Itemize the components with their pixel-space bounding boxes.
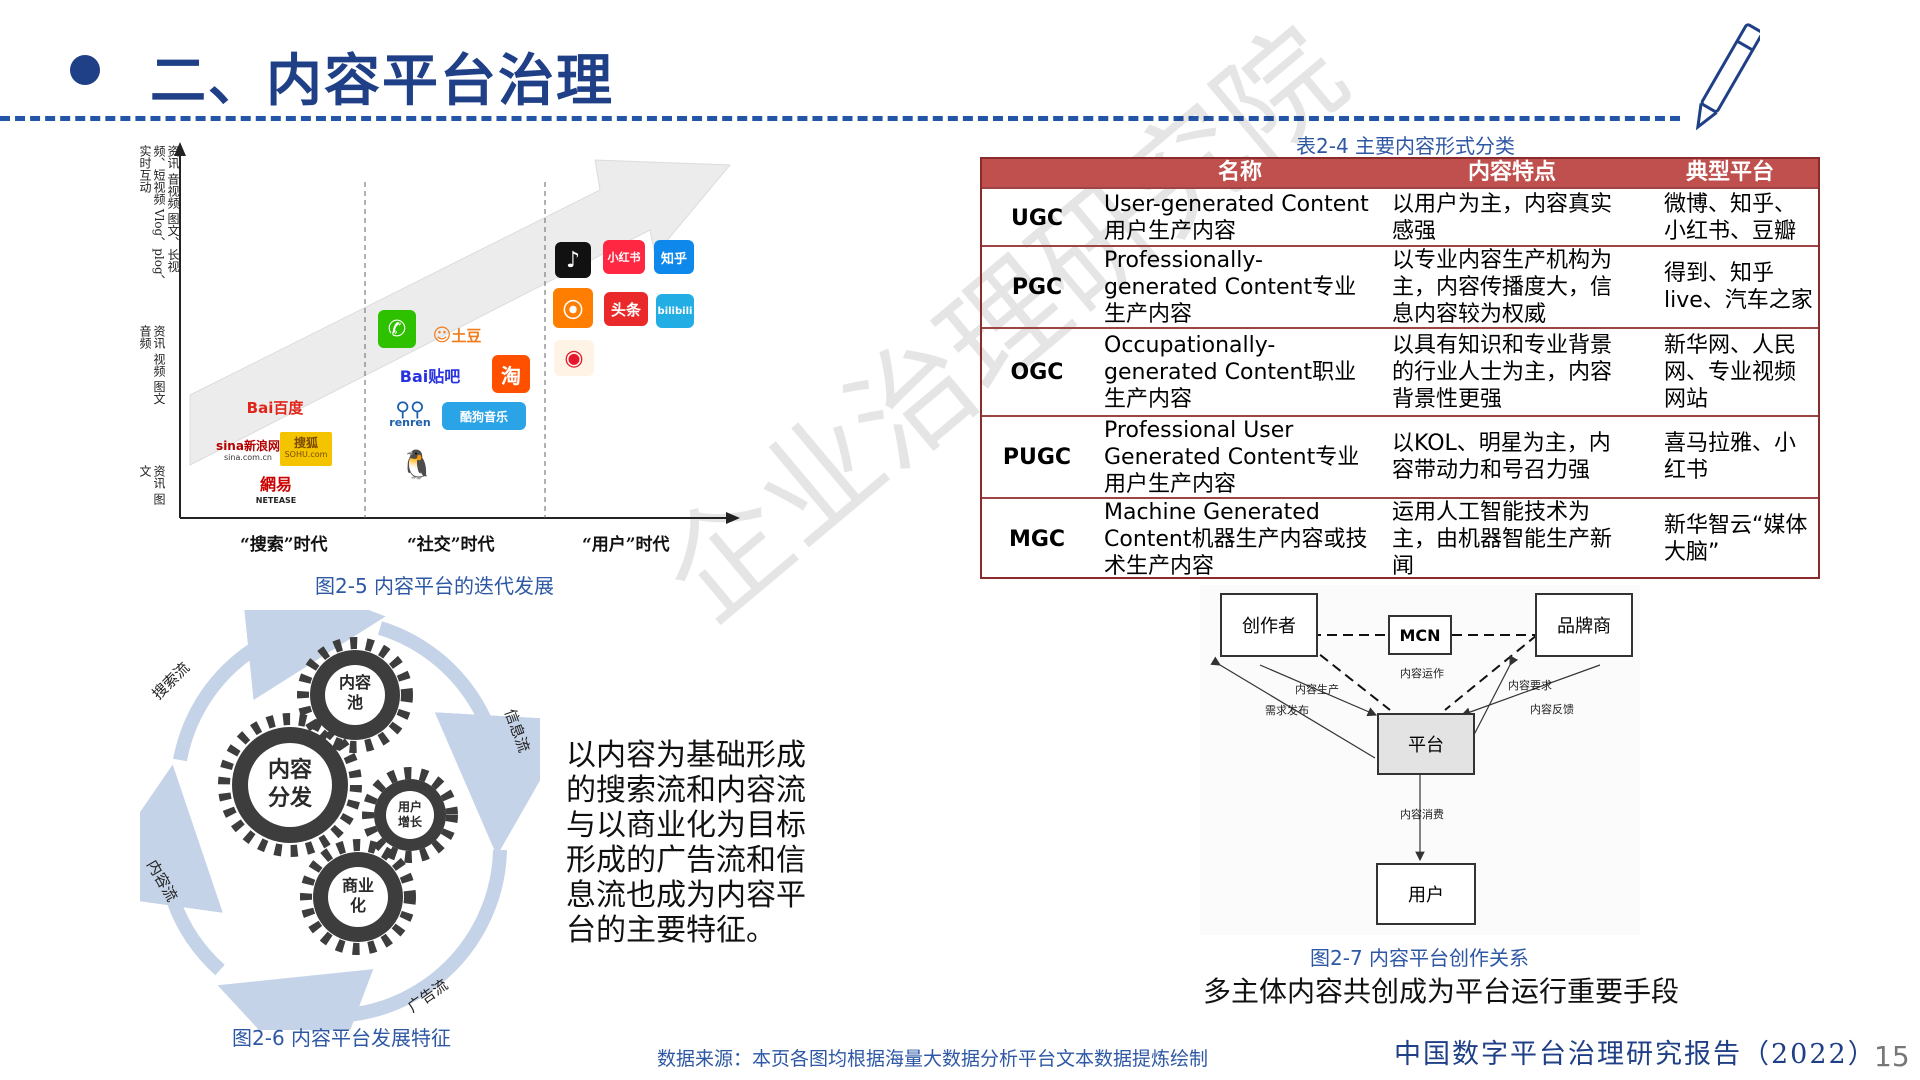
figure-2-7-subtitle: 多主体内容共创成为平台运行重要手段 [1203,975,1680,1008]
table-caption: 表2-4 主要内容形式分类 [1296,134,1516,158]
era-search: “搜索”时代 [240,535,328,555]
row-feature: 以KOL、明星为主，内容带动力和号召力强 [1392,431,1611,483]
figure-2-5-caption: 图2-5 内容平台的迭代发展 [315,574,555,598]
sina-logo-text: sina新浪网 [216,439,280,453]
table-row: PUGC Professional User Generated Content… [982,415,1818,497]
row-code: MGC [1008,526,1066,552]
edge-content-ops: 内容运作 [1400,667,1444,680]
col-header-platform: 典型平台 [1685,160,1774,185]
row-code: UGC [1010,205,1064,231]
row-name: User-generated Content用户生产内容 [1104,192,1369,244]
col-header-name: 名称 [1217,160,1262,185]
row-code: PGC [1011,274,1063,300]
node-creator: 创作者 [1220,593,1318,657]
row-feature: 以专业内容生产机构为主，内容传播度大，信息内容较为权威 [1392,247,1613,327]
toutiao-logo: 头条 [604,292,648,326]
row-name: Occupationally-generated Content职业生产内容 [1104,332,1357,412]
edge-content-consumption: 内容消费 [1400,808,1444,821]
node-mcn: MCN [1388,615,1452,655]
page-title: 二、内容平台治理 [150,49,614,114]
data-source-note: 数据来源：本页各图均根据海量大数据分析平台文本数据提炼绘制 [657,1048,1209,1070]
table-row: PGC Professionally-generated Content专业生产… [982,245,1818,327]
col-header-feature: 内容特点 [1467,160,1556,185]
page-number: 15 [1874,1040,1910,1073]
row-platform: 微博、知乎、小红书、豆瓣 [1664,192,1797,244]
figure-content-platform-evolution: 资讯 音视频 图文、长视频、短视频 Vlog、plog、实时互动 资讯 视频 图… [130,140,750,560]
gears-diagram-svg [140,610,540,1030]
tudou-mark-icon: ☺ [432,324,452,346]
row-feature: 以具有知识和专业背景的行业人士为主，内容背景性更强 [1392,332,1613,412]
edge-content-feedback: 内容反馈 [1530,703,1574,716]
figure-platform-features: 搜索流 信息流 内容流 广告流 内容池 内容分发 用户增长 商业化 [140,610,540,1030]
taobao-logo: 淘 [492,355,530,393]
table-row: OGC Occupationally-generated Content职业生产… [982,327,1818,415]
row-platform: 新华网、人民网、专业视频网站 [1664,332,1797,412]
figure-2-7-caption: 图2-7 内容平台创作关系 [1310,946,1530,970]
row-feature: 运用人工智能技术为主，由机器智能生产新闻 [1392,499,1613,579]
title-divider [0,116,1680,121]
table-row: UGC User-generated Content用户生产内容 以用户为主，内… [982,187,1818,245]
qq-penguin-icon: 🐧 [399,447,435,481]
figure-creation-relationship: 创作者 MCN 品牌商 平台 用户 内容运作 内容生产 需求发布 内容要求 内容… [1200,585,1640,935]
zhihu-logo: 知乎 [654,240,694,274]
netease-logo-sub: NETEASE [255,496,297,505]
wechat-icon: ✆ [378,310,416,348]
figure-2-6-caption: 图2-6 内容平台发展特征 [232,1026,452,1050]
tudou-logo: ☺土豆 [422,320,492,350]
row-name: Professional User Generated Content专业用户生… [1104,417,1360,497]
node-brand: 品牌商 [1535,593,1633,657]
era-social: “社交”时代 [407,535,495,555]
gear-user-growth: 用户增长 [397,800,422,829]
renren-mark-icon: ⚲⚲ [395,397,425,421]
table-header: 名称 内容特点 典型平台 [982,159,1818,187]
y-label-top: 资讯 音视频 图文、长视频、短视频 Vlog、plog、实时互动 [138,145,180,287]
renren-logo-text: renren [389,416,431,429]
gear-content-distribution: 内容分发 [267,757,312,811]
bilibili-logo: bilibili [656,294,694,328]
row-name: Machine Generated Content机器生产内容或技术生产内容 [1104,499,1368,579]
douyin-icon: ♪ [555,242,591,278]
row-platform: 新华智云“媒体大脑” [1664,513,1808,565]
row-platform: 喜马拉雅、小红书 [1664,431,1797,483]
weibo-icon: ◉ [554,340,594,376]
netease-logo-text: 網易 [259,475,292,494]
evolution-chart-svg [174,142,740,524]
sina-logo-domain: sina.com.cn [223,453,272,462]
row-name: Professionally-generated Content专业生产内容 [1104,247,1357,327]
table-row: MGC Machine Generated Content机器生产内容或技术生产… [982,497,1818,579]
baidu-logo: Bai百度 [246,398,304,417]
row-code: OGC [1010,359,1064,385]
edge-demand-publish: 需求发布 [1265,704,1309,717]
row-platform: 得到、知乎live、汽车之家 [1664,261,1813,313]
gear-content-pool: 内容池 [338,673,371,712]
edge-content-requirement: 内容要求 [1508,679,1552,692]
xiaohongshu-logo: 小红书 [603,240,645,274]
row-code: PUGC [1002,444,1072,470]
tudou-logo-text: 土豆 [451,326,482,345]
gear-commercialization: 商业化 [341,876,374,915]
y-label-low: 资讯 图文 [138,465,166,505]
sina-logo: sina新浪网 sina.com.cn [202,435,294,469]
sohu-logo-domain: SOHU.com [284,450,328,459]
pen-icon [1695,23,1760,131]
era-user: “用户”时代 [582,535,670,555]
title-bullet [70,55,100,85]
sohu-logo: 搜狐 SOHU.com [280,432,332,466]
report-title: 中国数字平台治理研究报告（2022） [1394,1039,1877,1070]
node-user: 用户 [1376,863,1476,925]
edge-content-production: 内容生产 [1295,683,1339,696]
features-paragraph: 以内容为基础形成的搜索流和内容流与以商业化为目标形成的广告流和信息流也成为内容平… [566,738,806,948]
y-label-mid: 资讯 视频 图文 音频 [138,325,166,405]
node-platform: 平台 [1377,713,1475,775]
kugou-logo: 酷狗音乐 [442,402,526,430]
content-form-table: 名称 内容特点 典型平台 UGC User-generated Content用… [980,157,1820,579]
renren-logo: ⚲⚲ renren [386,396,434,436]
row-feature: 以用户为主，内容真实感强 [1392,192,1613,244]
kuaishou-icon: ⦿ [553,288,593,328]
tieba-logo: Bai贴吧 [399,367,461,386]
sohu-logo-text: 搜狐 [293,436,318,450]
netease-logo: 網易 NETEASE [248,476,304,510]
